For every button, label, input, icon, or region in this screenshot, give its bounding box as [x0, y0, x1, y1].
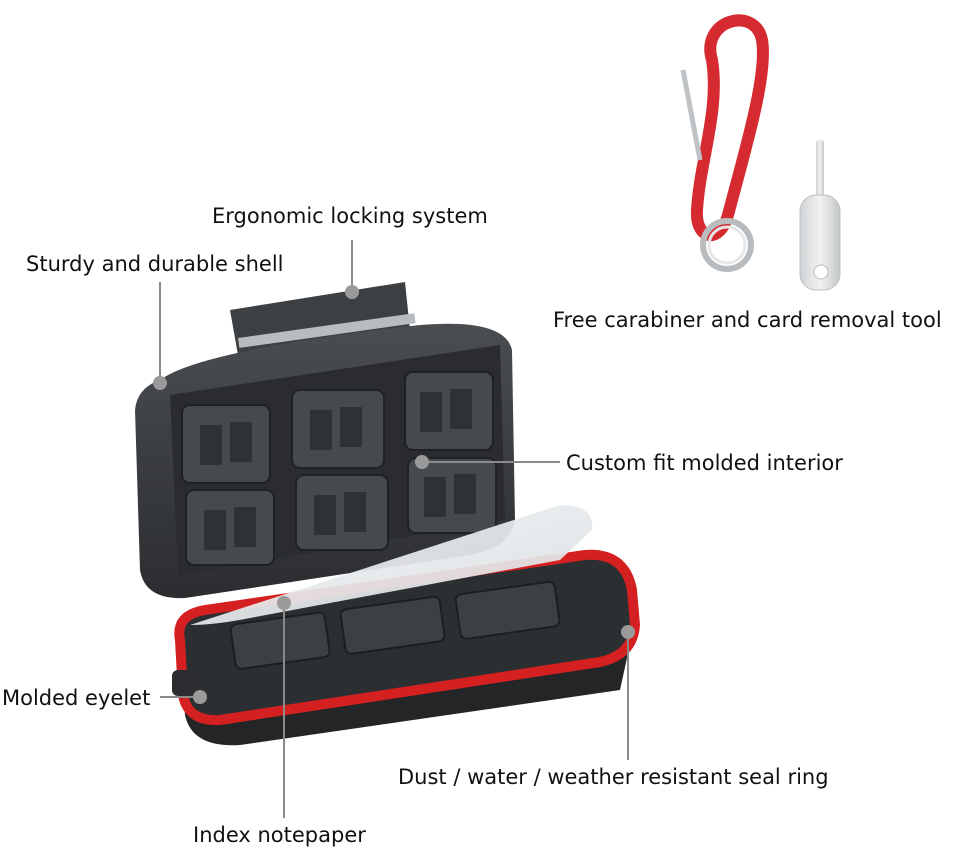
case-lid	[135, 323, 515, 599]
label-seal-ring: Dust / water / weather resistant seal ri…	[398, 765, 829, 789]
leader-lines	[159, 240, 629, 818]
label-index-notepaper: Index notepaper	[193, 823, 366, 847]
index-notepaper	[190, 505, 593, 625]
label-carabiner-tool: Free carabiner and card removal tool	[553, 308, 942, 332]
card-removal-tool	[799, 140, 841, 291]
label-molded-interior: Custom fit molded interior	[566, 451, 843, 475]
label-molded-eyelet: Molded eyelet	[2, 686, 151, 710]
label-locking-system: Ergonomic locking system	[212, 204, 488, 228]
case-base	[172, 549, 640, 746]
label-shell: Sturdy and durable shell	[26, 252, 284, 276]
carabiner	[680, 14, 769, 272]
lock-clip	[230, 282, 416, 355]
leader-dots	[153, 285, 635, 704]
